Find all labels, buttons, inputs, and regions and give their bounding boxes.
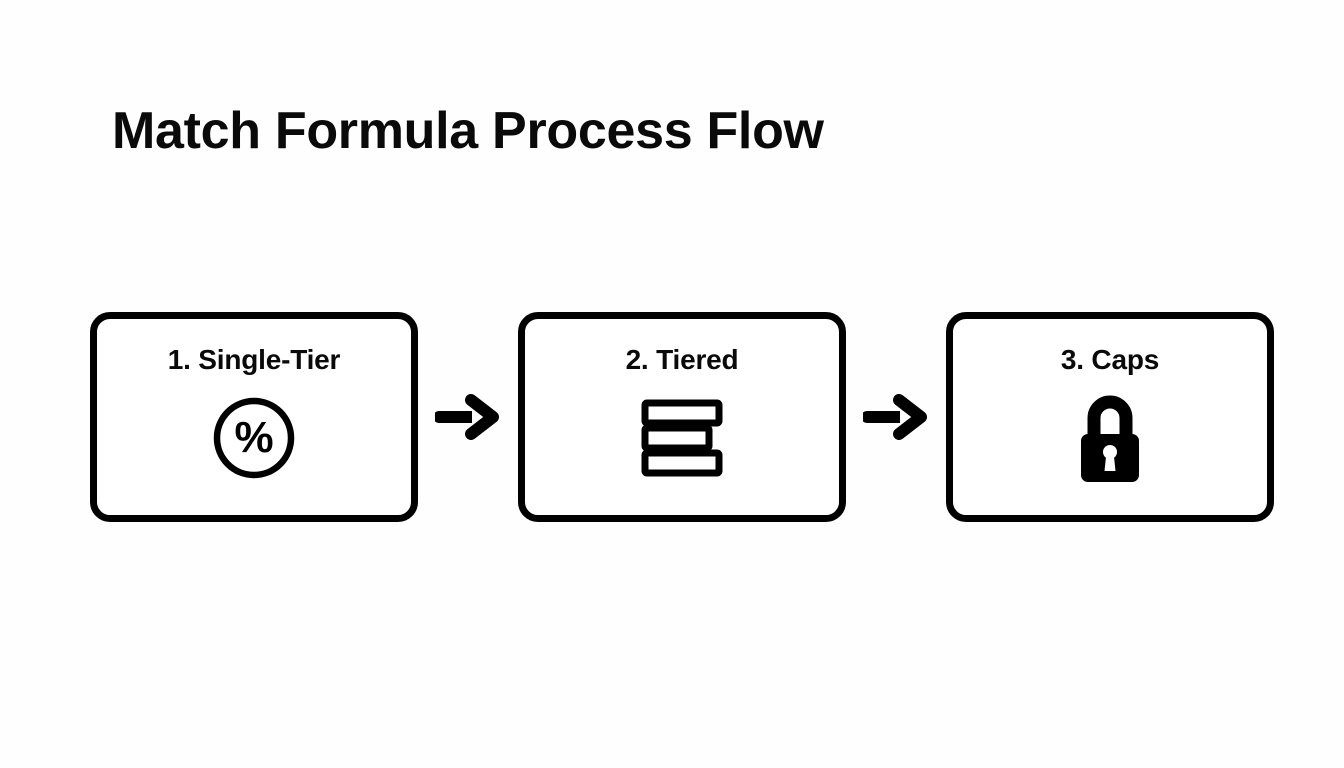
step-label-2: 2. Tiered [625, 344, 739, 375]
step-box-3[interactable]: 3. Caps [946, 312, 1274, 522]
connector-1 [418, 394, 518, 440]
arrow-right-icon [863, 394, 927, 440]
page-title: Match Formula Process Flow [112, 102, 824, 160]
connector-2 [846, 394, 946, 440]
step-label-1: 1. Single-Tier [167, 344, 341, 375]
step-box-2[interactable]: 2. Tiered [518, 312, 846, 522]
step-box-1[interactable]: 1. Single-Tier % [90, 312, 418, 522]
step-icon-3 [1067, 393, 1153, 483]
step-icon-1: % [211, 393, 297, 483]
percent-glyph: % [234, 413, 273, 462]
arrow-right-icon [435, 394, 499, 440]
step-icon-2 [639, 393, 725, 483]
lock-icon [1081, 395, 1139, 482]
step-label-3: 3. Caps [1060, 344, 1160, 375]
tiered-bars-icon [641, 399, 723, 477]
process-flow-row: 1. Single-Tier % 2. Tiered [90, 312, 1274, 522]
percent-circle-icon: % [213, 397, 295, 479]
